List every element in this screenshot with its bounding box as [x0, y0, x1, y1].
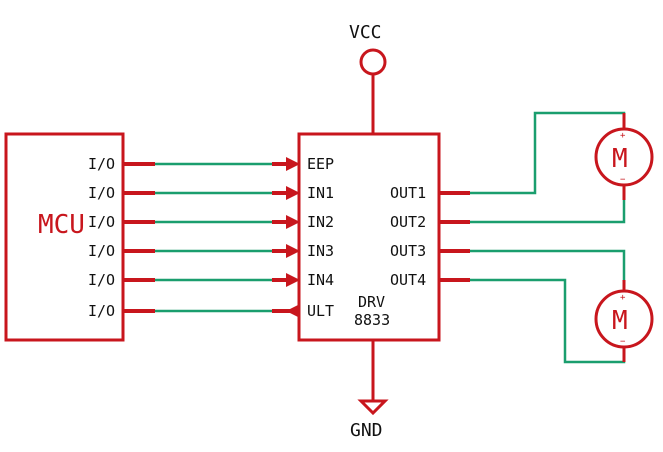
driver-output-label: OUT1 [390, 184, 426, 202]
motor-plus-terminal: + [620, 293, 626, 303]
input-arrow-icon [286, 273, 300, 287]
vcc-symbol: VCC [349, 22, 387, 134]
input-arrow-icon [286, 215, 300, 229]
motor-1: M + − [594, 113, 654, 200]
mcu-pin-label: I/O [88, 155, 115, 173]
driver-output-label: OUT3 [390, 242, 426, 260]
motor-minus-terminal: − [620, 175, 626, 185]
wire-out3-motor2 [470, 249, 626, 280]
driver-block: EEP IN1 IN2 IN3 IN4 ULT OUT1 OUT2 OUT3 O… [272, 132, 470, 342]
mcu-block: MCU I/O I/O I/O I/O I/O I/O [4, 132, 155, 342]
driver-name: DRV [358, 293, 385, 311]
input-arrow-icon [286, 186, 300, 200]
mcu-pin-label: I/O [88, 213, 115, 231]
mcu-body [4, 132, 125, 342]
driver-input-label: IN1 [307, 184, 334, 202]
mcu-pin-label: I/O [88, 242, 115, 260]
vcc-label: VCC [349, 22, 382, 43]
driver-body [297, 132, 441, 342]
mcu-pin-label: I/O [88, 302, 115, 320]
driver-input-stubs [272, 162, 299, 313]
driver-input-label: IN3 [307, 242, 334, 260]
driver-output-label: OUT2 [390, 213, 426, 231]
ground-arrow-icon [357, 399, 389, 416]
gnd-label: GND [350, 420, 383, 441]
mcu-pin-stubs [123, 162, 155, 313]
driver-input-arrows [286, 157, 300, 318]
mcu-pin-label: I/O [88, 184, 115, 202]
wire-out2-motor1 [470, 195, 626, 224]
motor-2: M + − [594, 280, 654, 362]
driver-input-label: IN4 [307, 271, 334, 289]
motor-label: M [612, 306, 628, 336]
input-arrow-icon [286, 244, 300, 258]
driver-part-number: 8833 [354, 311, 390, 329]
output-arrow-icon [286, 304, 300, 318]
gnd-symbol: GND [350, 340, 389, 441]
mcu-pin-label: I/O [88, 271, 115, 289]
mcu-label: MCU [38, 210, 85, 240]
driver-input-label: EEP [307, 155, 334, 173]
driver-output-label: OUT4 [390, 271, 426, 289]
driver-input-label: IN2 [307, 213, 334, 231]
motor-minus-terminal: − [620, 337, 626, 347]
input-arrow-icon [286, 157, 300, 171]
motor-label: M [612, 144, 628, 174]
vcc-terminal-icon [359, 48, 387, 76]
motor-plus-terminal: + [620, 131, 626, 141]
driver-output-stubs [439, 191, 470, 282]
driver-input-label: ULT [307, 302, 334, 320]
